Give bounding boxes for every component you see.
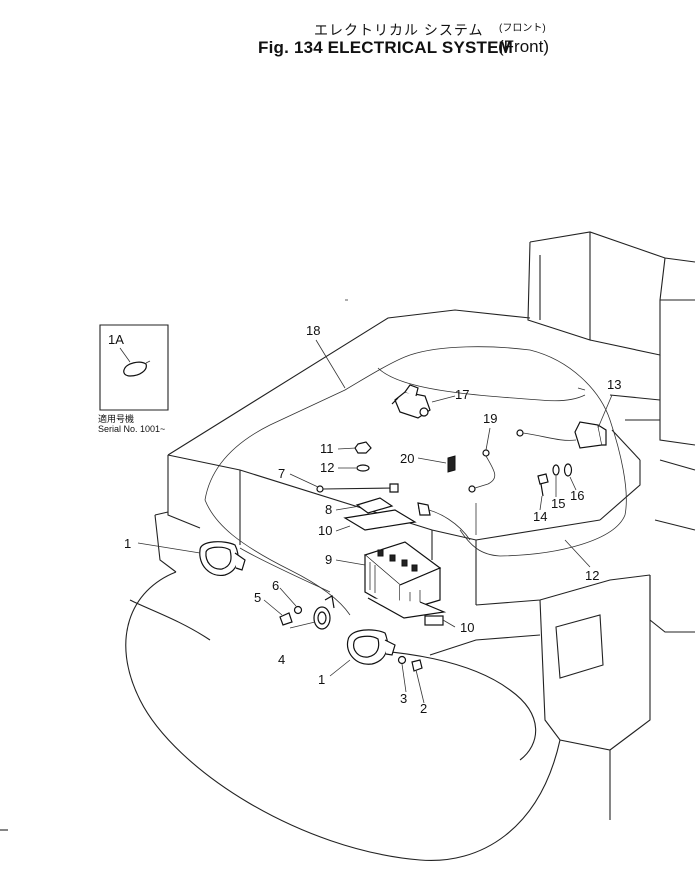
figure-number: Fig. 134 [258, 38, 323, 57]
callout-11: 11 [320, 441, 334, 456]
callout-10-upper: 10 [318, 523, 332, 538]
part-1-lamp-upper [199, 541, 246, 577]
serial-jp: 適用号機 [98, 413, 134, 424]
title-en-sub: (Front) [498, 37, 550, 56]
callout-6: 6 [272, 578, 279, 593]
callout-8: 8 [325, 502, 332, 517]
callout-13: 12 [585, 568, 599, 583]
callout-20: 19 [483, 411, 497, 426]
bulb-icon [123, 361, 147, 377]
part-17-washer [563, 463, 573, 477]
part-10-tab [424, 615, 444, 626]
part-10-plate-lower [367, 597, 447, 619]
callout-17: 16 [570, 488, 584, 503]
inset-1a: 1A 適用号機 Serial No. 1001~ [98, 324, 169, 434]
callout-15: 14 [533, 509, 547, 524]
part-12-washer [356, 464, 370, 472]
part-14-relay [516, 421, 607, 449]
part-2-bolt [411, 659, 423, 672]
inset-label: 1A [108, 332, 124, 347]
callout-5: 5 [254, 590, 261, 605]
callout-10-lower: 10 [460, 620, 474, 635]
serial-en: Serial No. 1001~ [98, 424, 165, 434]
callout-1-lower: 1 [318, 672, 325, 687]
part-11-nut [354, 441, 372, 454]
callout-4: 4 [278, 652, 285, 667]
part-9-battery [363, 541, 442, 614]
callout-9: 9 [325, 552, 332, 567]
callout-18: 17 [455, 387, 469, 402]
callout-1-upper: 1 [124, 536, 131, 551]
machine-body [0, 309, 651, 862]
part-18-unit [391, 384, 431, 419]
callout-labels: 18 17 13 19 20 11 12 7 8 10 9 10 1 1 4 5… [124, 323, 621, 716]
callout-14: 13 [607, 377, 621, 392]
part-15-shank [540, 483, 544, 497]
part-6-washer [293, 605, 303, 615]
part-5-bolt [279, 612, 293, 626]
callout-3: 3 [400, 691, 407, 706]
part-16-washer [552, 464, 560, 476]
part-21-clip [447, 455, 456, 473]
title-en: ELECTRICAL SYSTEM [327, 38, 514, 57]
part-10-plate-upper [343, 509, 417, 531]
part-3-washer [397, 655, 407, 665]
part-1-lamp-lower [346, 629, 396, 665]
part-15-bolt [537, 473, 549, 485]
callout-7: 7 [278, 466, 285, 481]
part-10-connector [417, 502, 431, 516]
callout-21: 20 [400, 451, 414, 466]
cab-structure [527, 231, 696, 633]
figure-title-en: Fig. 134 ELECTRICAL SYSTEM (Front) [258, 37, 549, 58]
callout-19: 18 [306, 323, 320, 338]
part-7-cable [316, 483, 399, 493]
part-8-plate [355, 497, 394, 514]
title-jp-sub: (フロント) [499, 23, 546, 34]
part-4-horn [313, 595, 335, 630]
callout-12: 12 [320, 460, 334, 475]
callout-16: 15 [551, 496, 565, 511]
part-20-cable [468, 449, 496, 493]
callout-2: 2 [420, 701, 427, 716]
title-jp: エレクトリカル システム [314, 22, 484, 38]
leader-lines [137, 339, 613, 704]
